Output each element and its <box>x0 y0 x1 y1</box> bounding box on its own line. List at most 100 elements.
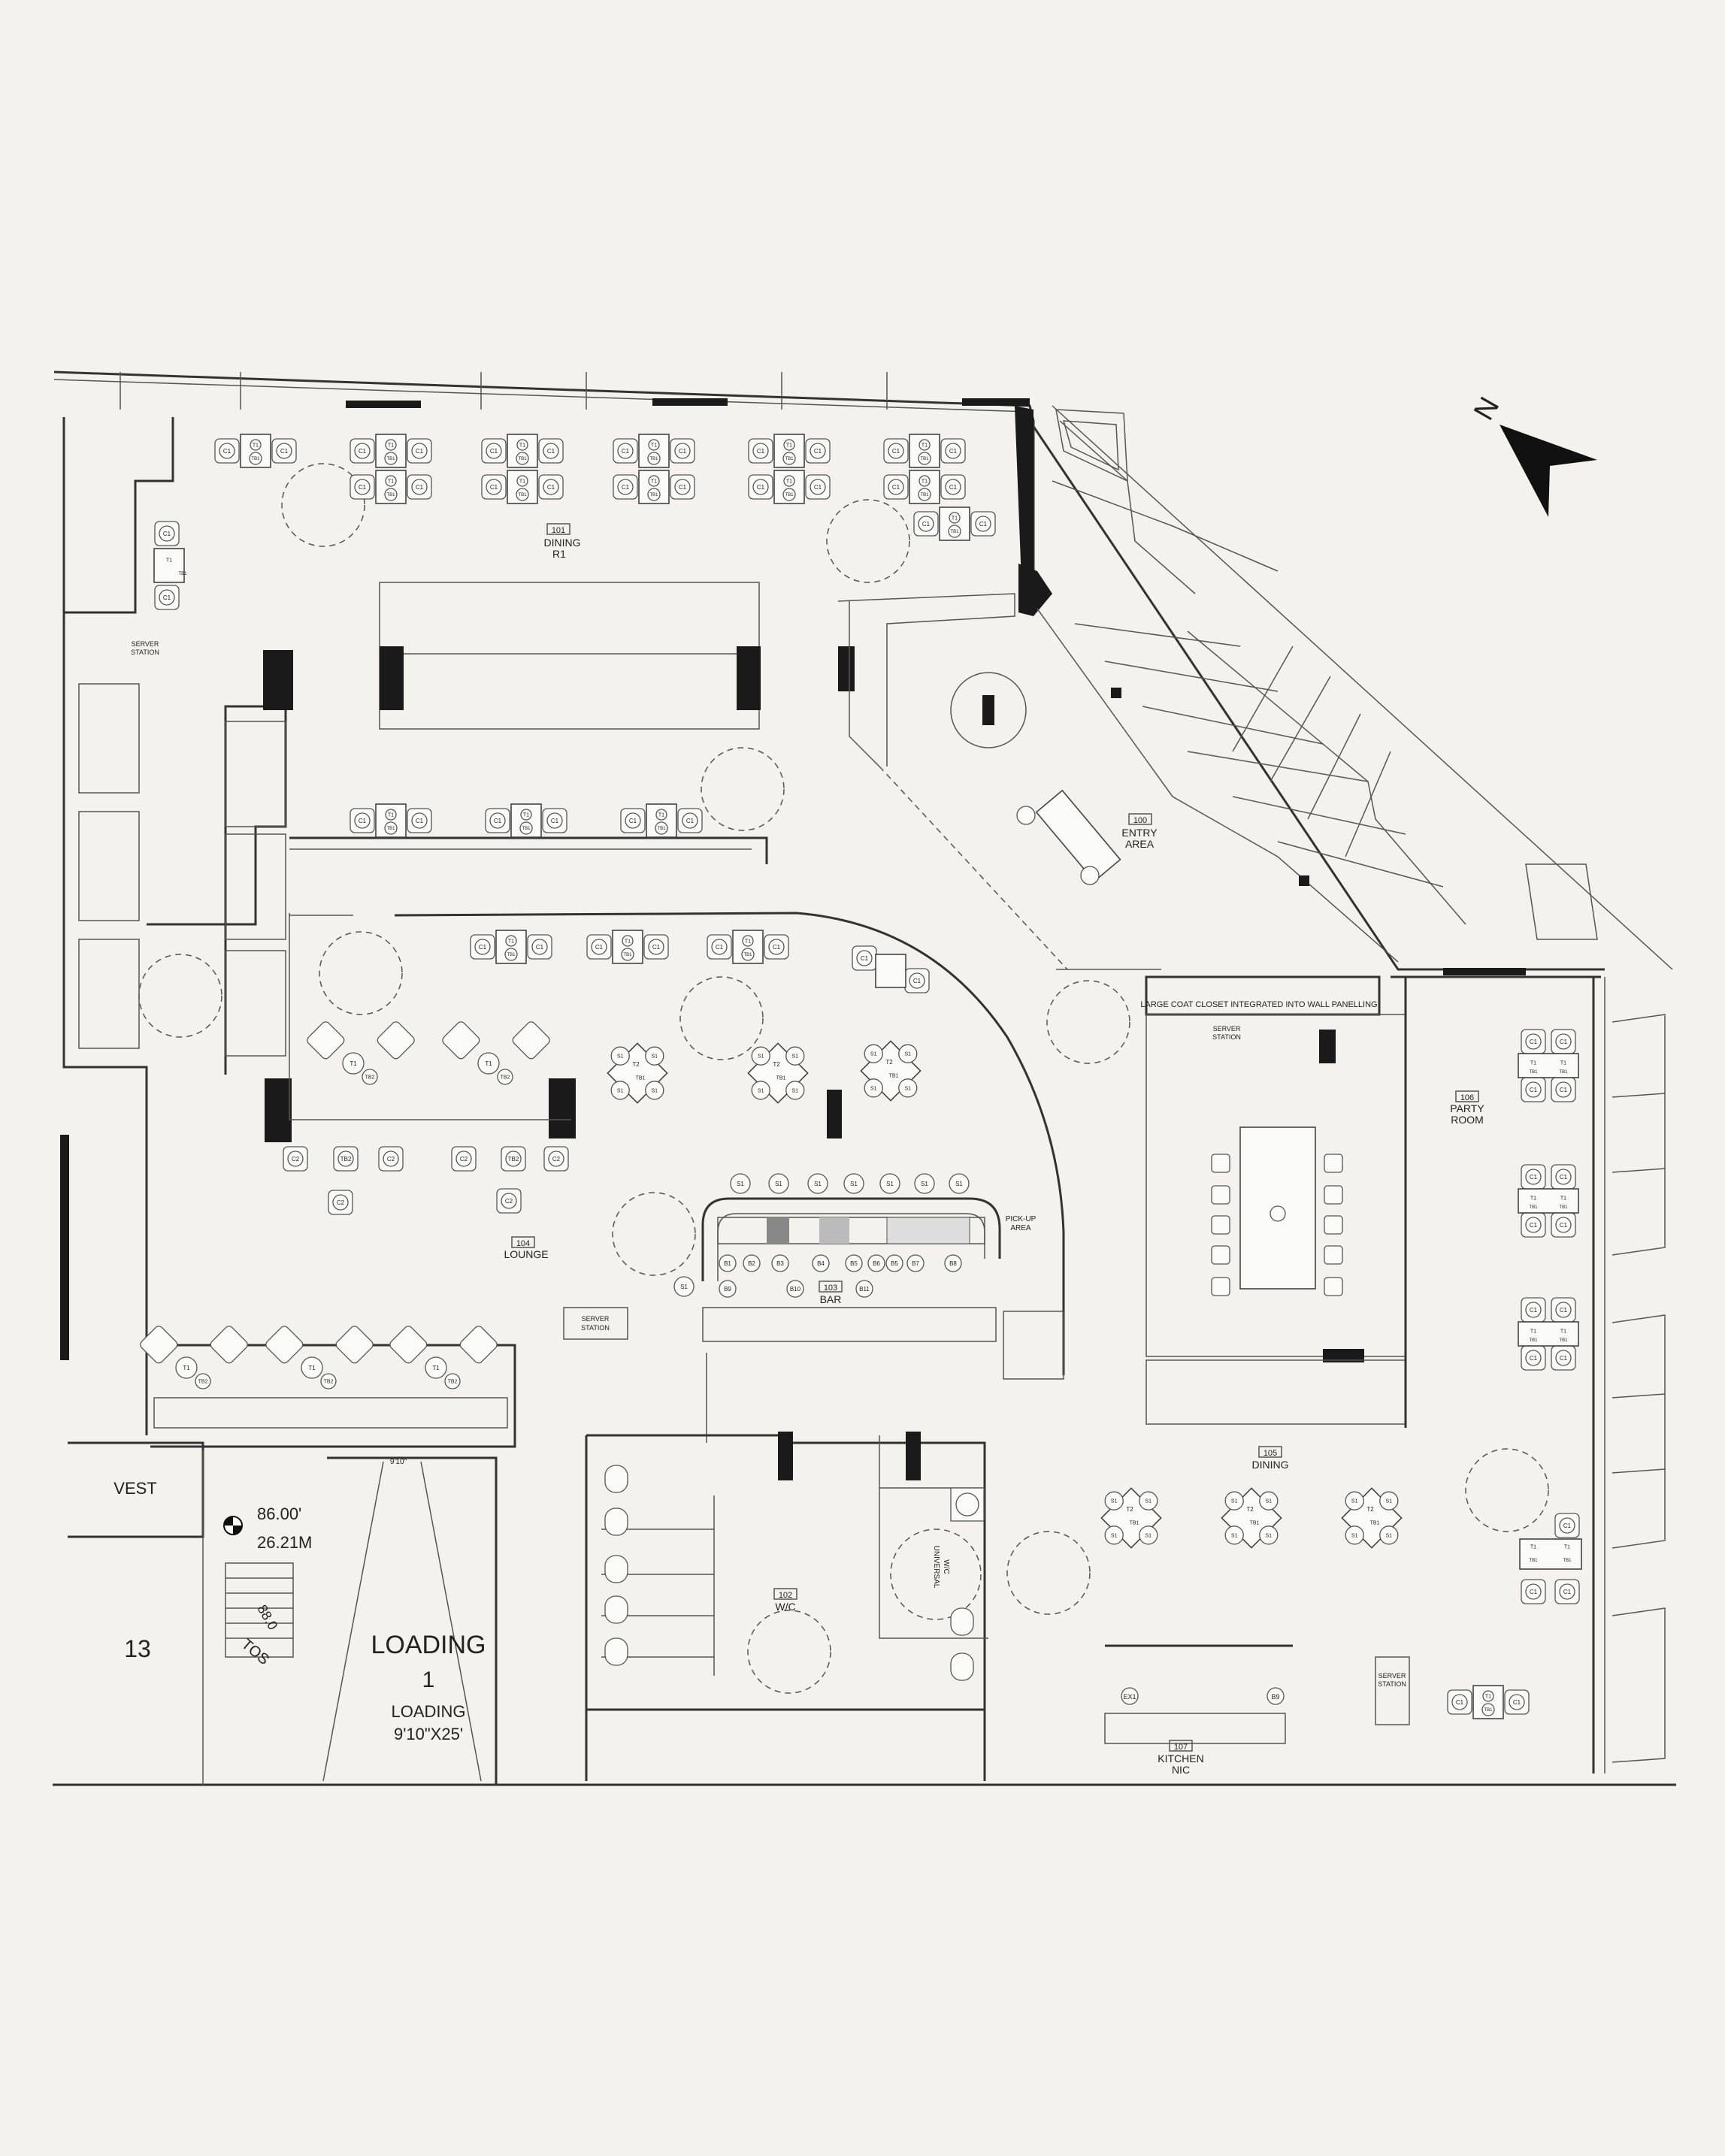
stool <box>1259 1526 1279 1545</box>
bar-seat-tag: B4 <box>817 1260 825 1267</box>
table-tag: T1 <box>922 479 928 484</box>
chair-seat <box>768 939 785 955</box>
bar-stool <box>843 1173 864 1194</box>
stool-tag: S1 <box>758 1088 764 1093</box>
chair-tag: C2 <box>387 1156 395 1163</box>
server-station-label-1b: STATION <box>131 649 159 656</box>
stool <box>1139 1526 1158 1545</box>
table-tag: T1 <box>183 1365 190 1371</box>
table-tag: T1 <box>1560 1196 1566 1201</box>
stool <box>1139 1491 1158 1510</box>
server-station-label-4: SERVER <box>1378 1672 1406 1680</box>
table-tag-ring <box>520 809 532 821</box>
table-base-tag: TB1 <box>1563 1559 1572 1563</box>
chair-seat <box>1525 1033 1542 1050</box>
bar-stool-tag: S1 <box>921 1181 928 1187</box>
chair-tag: C1 <box>1563 1523 1572 1529</box>
stool-tag: S1 <box>1111 1533 1118 1538</box>
bar-seat-tag: B2 <box>748 1260 755 1267</box>
chair-seat <box>975 516 991 532</box>
chair <box>1211 1215 1230 1235</box>
chair-tag: C1 <box>1530 1307 1538 1314</box>
unit-13-label: 13 <box>124 1635 151 1662</box>
table-base-ring <box>516 488 529 501</box>
chair-seat <box>411 479 428 495</box>
table-base-tag: TB1 <box>657 827 666 831</box>
lounge-chair <box>389 1326 428 1364</box>
bar-seat <box>771 1254 789 1272</box>
table-tag: T1 <box>1564 1544 1570 1550</box>
party-table <box>1239 1126 1316 1290</box>
side-table-base <box>195 1373 211 1389</box>
pickup-label: PICK-UP <box>1006 1215 1037 1223</box>
table-tag-ring <box>655 809 667 821</box>
chair <box>1324 1277 1343 1296</box>
stool-tag: S1 <box>1386 1499 1393 1504</box>
toilet <box>950 1607 974 1636</box>
stool <box>864 1078 883 1098</box>
table-base-tag: TB1 <box>1559 1338 1568 1343</box>
chair-tag: C1 <box>416 818 424 824</box>
table-base-tag: TB1 <box>920 457 929 461</box>
chair-seat <box>617 443 634 459</box>
table-base-tag: TB1 <box>1130 1520 1139 1526</box>
chair-tag: TB2 <box>508 1156 519 1163</box>
chair-seat <box>486 479 502 495</box>
bar-seat <box>719 1254 737 1272</box>
table-tag-ring <box>505 935 517 947</box>
table-base-tag: TB1 <box>743 953 752 957</box>
chair-seat <box>501 1193 517 1209</box>
lounge-chair <box>512 1021 550 1060</box>
table-base-tag: TB1 <box>507 953 516 957</box>
coat-closet-note: LARGE COAT CLOSET INTEGRATED INTO WALL P… <box>1140 1000 1377 1009</box>
chair-tag: C1 <box>679 484 687 491</box>
table-tag: T1 <box>388 443 394 448</box>
room-105-name: DINING <box>1252 1459 1289 1471</box>
bar-seat-tag: B9 <box>724 1286 731 1293</box>
chair-tag: C1 <box>949 484 958 491</box>
stool-tag: S1 <box>1145 1533 1152 1538</box>
bar-seat-tag: B5 <box>850 1260 858 1267</box>
lounge-chair <box>442 1021 480 1060</box>
table-base-tag: TB1 <box>1529 1338 1538 1343</box>
chair-tag: C1 <box>913 978 922 984</box>
room-107-name: KITCHEN <box>1158 1752 1203 1764</box>
chair-seat <box>546 812 563 829</box>
chair-tag: C1 <box>416 484 424 491</box>
chair-seat <box>411 812 428 829</box>
chair-seat <box>354 812 371 829</box>
chair-tag: C1 <box>686 818 695 824</box>
table-tag: T2 <box>632 1061 640 1068</box>
chair-seat <box>648 939 664 955</box>
chair-tag: C1 <box>861 955 869 962</box>
universal-wc-label-2: W/C <box>942 1559 950 1574</box>
room-106-number: 106 <box>1460 1093 1474 1102</box>
table-tag: T1 <box>308 1365 316 1371</box>
chair-tag: C1 <box>1560 1222 1568 1229</box>
loading-sub: LOADING <box>391 1702 465 1721</box>
room-105-number: 105 <box>1263 1449 1277 1458</box>
chair-tag: C1 <box>163 531 171 537</box>
chair-tag: C1 <box>1530 1222 1538 1229</box>
bar-seat <box>867 1254 885 1272</box>
chair-seat <box>486 443 502 459</box>
bar-stool-tag: S1 <box>814 1181 822 1187</box>
table-tag-ring <box>949 512 961 524</box>
table-base-tag: TB1 <box>178 572 187 576</box>
table-tag: T1 <box>1530 1544 1536 1550</box>
stool-tag: S1 <box>1145 1499 1152 1504</box>
table-tag-ring <box>385 439 397 451</box>
chair-tag: C1 <box>359 484 367 491</box>
chair-tag: C1 <box>1560 1039 1568 1045</box>
table-tag: T1 <box>350 1060 357 1067</box>
chair-seat <box>1525 1302 1542 1318</box>
table-tag: T1 <box>922 443 928 448</box>
table-tag: T1 <box>519 443 525 448</box>
room-106-name: PARTY <box>1450 1102 1484 1114</box>
table-base-tag: TB1 <box>1559 1205 1568 1210</box>
bar-seat-tag: B8 <box>949 1260 957 1267</box>
chair-tag: C1 <box>757 448 765 455</box>
table-base-tag: TB2 <box>501 1075 510 1080</box>
chair-tag: C1 <box>1530 1039 1538 1045</box>
